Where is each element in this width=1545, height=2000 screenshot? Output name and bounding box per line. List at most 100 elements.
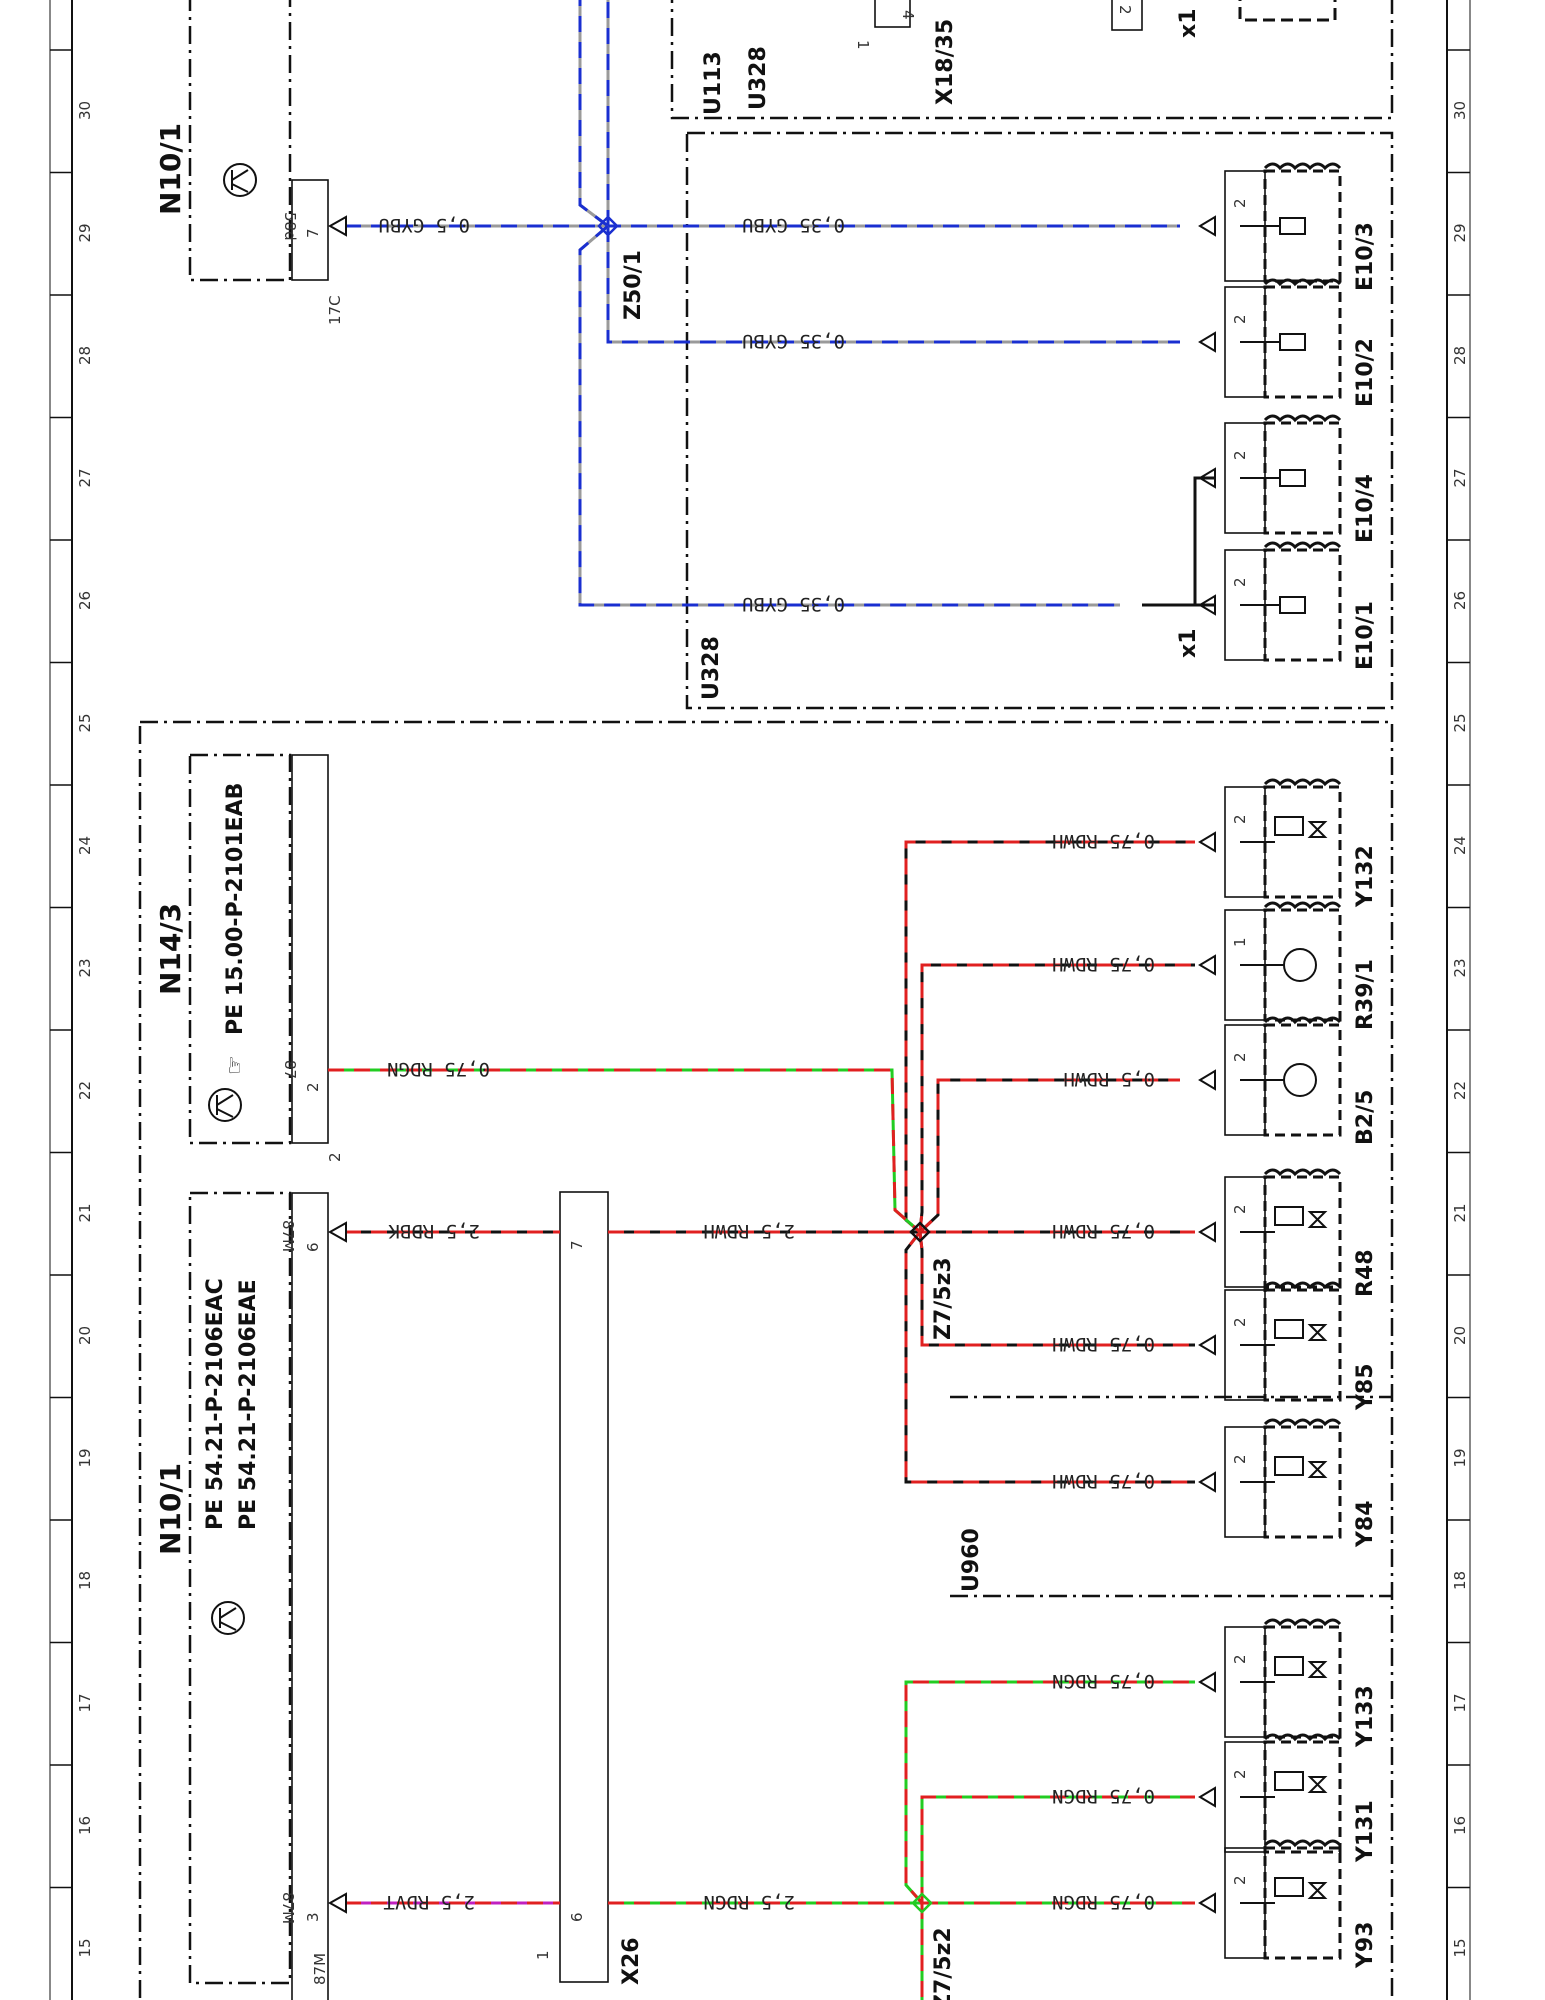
wire-x1-e104 [1142,476,1215,607]
wire-rdgn-n14-trace [328,1068,921,1234]
grid-number-right: 16 [1451,1816,1469,1835]
wire-rdwh-r39-trace [918,963,1195,1233]
coil-icon [1274,1771,1304,1791]
grid-number-right: 25 [1451,713,1469,732]
grid-number-right: 22 [1451,1081,1469,1100]
grid-number-left: 19 [76,1448,94,1467]
component-zigzag [1263,901,1342,910]
valve-icon [1307,1882,1328,1899]
pin-label: 58d [281,212,299,241]
component-pin: 2 [1231,1052,1249,1062]
component-zigzag [1263,1733,1342,1742]
grid-number-right: 24 [1451,836,1469,855]
coil-icon [1274,816,1304,836]
u328-top-label: U328 [746,46,771,110]
component-pin: 2 [1231,814,1249,824]
component-r39_1: R39/11 [1198,901,1378,1030]
grid-number-right: 28 [1451,346,1469,365]
wire-label: 0,75 RDWH [1052,830,1155,852]
component-body [1263,1175,1342,1289]
transistor-icon [223,163,257,197]
component-zigzag [1263,1016,1342,1025]
wire-rdgn-y131 [920,1795,1195,1903]
component-pin: 2 [1231,1454,1249,1464]
wire-label: 0,35 GYBU [742,593,845,615]
arrow-icon [1198,1786,1216,1808]
n10-1-pe-1: PE 54.21-P-2106EAC [203,1278,228,1530]
wire-label: 0,75 RDGN [1052,1670,1155,1692]
n10-1-top-label: N10/1 [154,123,187,215]
junction-z7-5z3 [909,1221,931,1243]
component-zigzag [1263,1418,1342,1427]
left-grid-rail [49,0,73,2000]
wire-gybu-up-1 [578,0,609,228]
lamp-icon [1279,469,1306,487]
wire-label: 0,5 GYBU [378,214,470,236]
connector-label: x1 [1176,629,1201,659]
components-layer: E10/32E10/22E10/42E10/12Y1322R39/11B2/52… [1198,162,1378,1969]
component-body [1263,169,1342,283]
pin-label: 2 [304,1082,322,1092]
grid-number-right: 27 [1451,468,1469,487]
n10-1-bottom-connector [291,1192,329,2000]
component-label: R39/1 [1353,959,1378,1030]
n10-1-top-connector [291,179,329,281]
grid-number-left: 29 [76,223,94,242]
wire-label: 2,5 RDVT [383,1891,475,1913]
grid-number-right: 17 [1451,1693,1469,1712]
component-label: Y131 [1353,1800,1378,1863]
component-body [1263,785,1342,899]
grid-number-left: 16 [76,1816,94,1835]
arrow-icon [1198,1671,1216,1693]
grid-number-right: 19 [1451,1448,1469,1467]
component-pin: 2 [1231,198,1249,208]
component-body [1263,548,1342,662]
arrow-n10-rdbk [327,1221,347,1243]
pin-label: 87 [281,1060,299,1079]
grid-number-right: 29 [1451,223,1469,242]
component-pin: 2 [1231,1769,1249,1779]
grid-number-right: 23 [1451,958,1469,977]
wire-gybu-x1 [578,224,1120,607]
valve-icon [1307,1776,1328,1793]
x1-top-connector [1111,0,1143,31]
wire-rdwh-y85 [918,1231,1195,1347]
arrow-icon [1198,467,1216,489]
wire-label: 0,5 RDWH [1063,1068,1155,1090]
wire-gybu-x1-trace [578,224,1120,607]
component-label: Y133 [1353,1685,1378,1748]
n14-3-box [188,753,292,1145]
wire-rdgn-y133-trace [904,1680,1195,1904]
component-body [1263,1288,1342,1402]
component-label: E10/1 [1353,601,1378,670]
pin-label: 7 [568,1240,586,1250]
arrow-icon [1198,1334,1216,1356]
component-body [1263,1425,1342,1539]
grid-number-right: 26 [1451,591,1469,610]
wire-rdwh-y84-trace [904,1231,1195,1484]
sensor-icon [1283,1063,1317,1097]
wire-gybu-up-1-trace [578,0,609,228]
component-body [1263,421,1342,535]
n10-1-bottom-box [188,1191,292,1985]
pin-label: 2 [326,1152,344,1162]
pin-87m-b-partial: 87M [311,1953,329,1985]
grid-ticks [50,49,1470,1889]
component-body [1263,1846,1342,1960]
wire-gybu-e102 [606,226,1180,344]
wire-label: 0,75 RDWH [1052,953,1155,975]
n14-3-pe: PE 15.00-P-2101EAB [223,783,248,1035]
coil-icon [1274,1319,1304,1339]
component-label: Y93 [1353,1921,1378,1969]
u328-box [685,131,1394,710]
component-pin: 2 [1231,1204,1249,1214]
junction-z50-1 [597,215,619,237]
component-label: Y85 [1353,1363,1378,1411]
pin-4-x18: 4 [899,10,917,20]
arrow-icon [1198,1471,1216,1493]
